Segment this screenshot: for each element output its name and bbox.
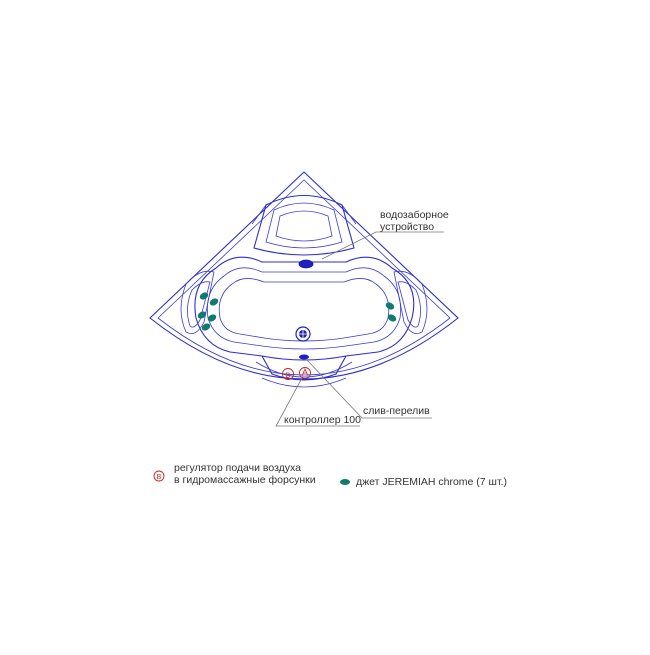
leader-intake (321, 231, 444, 260)
leader-lines (275, 231, 444, 427)
leader-controller (275, 377, 360, 427)
legend: B регулятор подачи воздуха в гидромассаж… (153, 462, 507, 488)
tub-armrest-right (393, 270, 428, 335)
legend-air-regulator-line1: регулятор подачи воздуха (174, 462, 301, 474)
legend-jet-icon (340, 479, 350, 485)
jet-marker (201, 323, 211, 331)
intake-label-line1: водозаборное (380, 209, 449, 221)
jet-marker (197, 311, 207, 319)
water-intake-device (298, 259, 314, 269)
leader-overflow (305, 358, 432, 419)
jet-marker (207, 314, 217, 322)
tub-inner-bowl (194, 256, 415, 361)
drain-overflow-icon (295, 326, 311, 342)
jet-marker (387, 314, 397, 322)
jet-marker (209, 298, 219, 306)
legend-air-regulator-icon (153, 470, 165, 482)
intake-label-line2: устройство (380, 221, 434, 233)
tub-front-step (255, 355, 353, 388)
tub-armrest-left (180, 270, 215, 335)
air-regulator-symbol: B (282, 368, 294, 380)
overflow-label: слив-перелив (363, 405, 430, 417)
controller-icon (299, 367, 311, 379)
jet-marker (385, 302, 395, 310)
jet-marker (199, 292, 209, 300)
overflow-outlet (299, 354, 309, 360)
legend-jet-label: джет JEREMIAH chrome (7 шт.) (356, 476, 507, 488)
controller-label: контроллер 100 (284, 414, 361, 426)
jets-group (197, 292, 397, 331)
legend-air-regulator-line2: в гидромассажные форсунки (174, 474, 316, 486)
air-regulator-letter: B (286, 373, 291, 380)
legend-air-regulator-letter: B (157, 474, 162, 481)
tub-back-seat (251, 194, 357, 256)
